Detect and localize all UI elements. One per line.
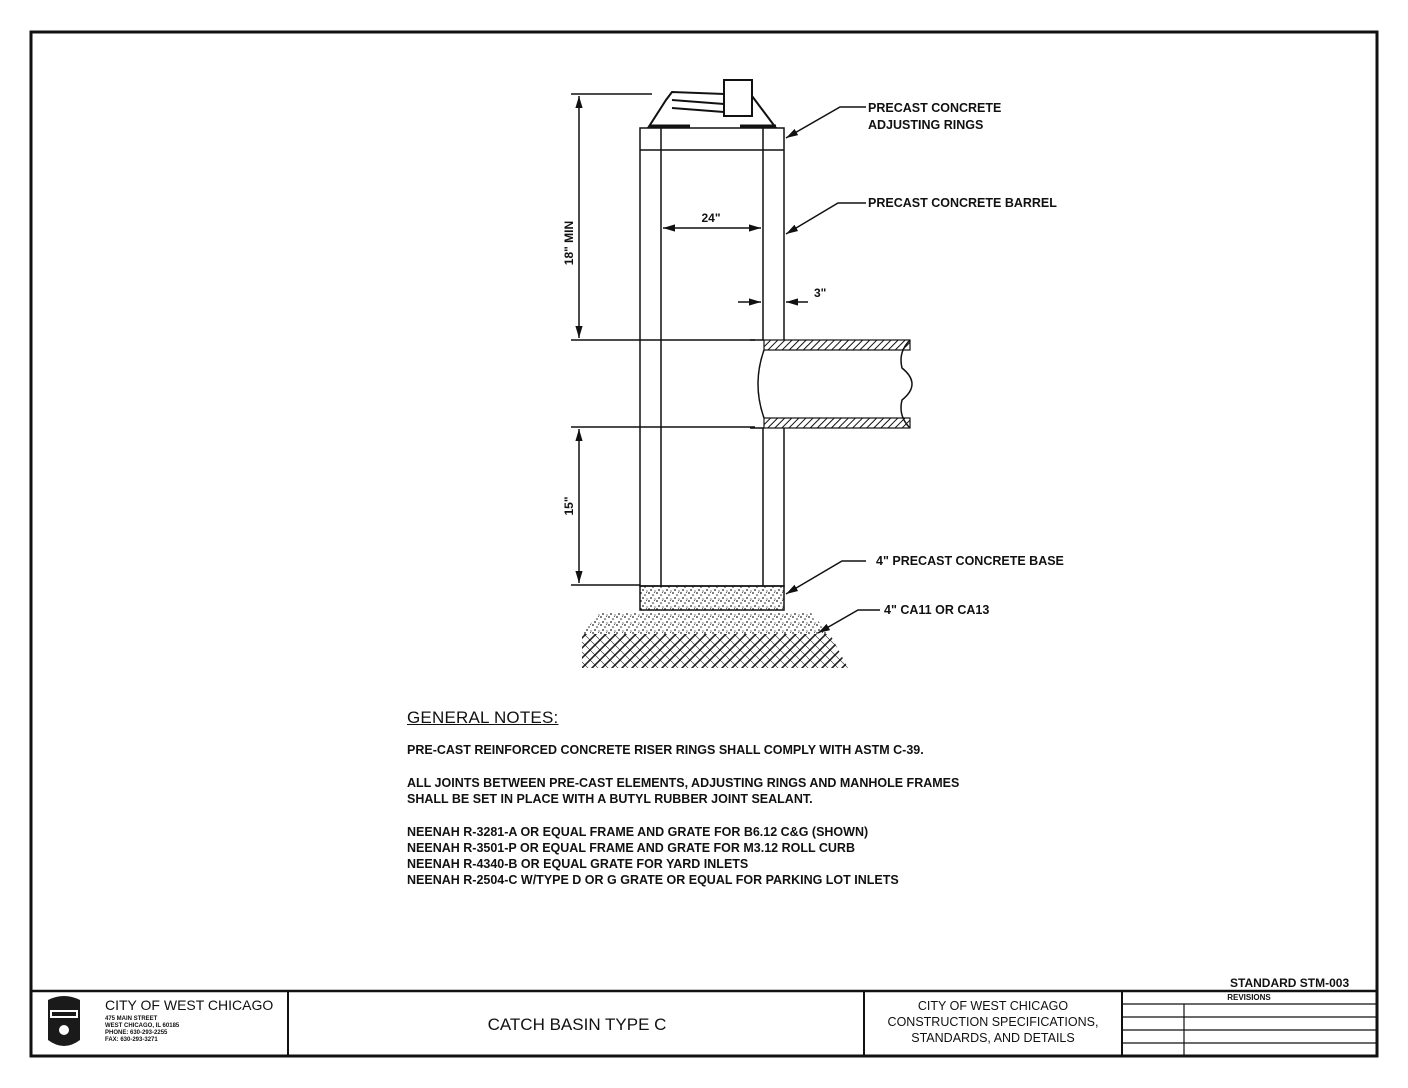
bedding-stone: [582, 634, 848, 668]
standard-number: STANDARD STM-003: [1230, 976, 1350, 990]
city-name: CITY OF WEST CHICAGO: [105, 997, 274, 1013]
label-bedding: 4" CA11 OR CA13: [884, 603, 989, 617]
city-seal-icon: [48, 996, 80, 1046]
label-base: 4" PRECAST CONCRETE BASE: [876, 554, 1064, 568]
label-adjusting-rings-1: PRECAST CONCRETE: [868, 101, 1001, 115]
label-adjusting-rings-2: ADJUSTING RINGS: [868, 118, 983, 132]
drawing-title: CATCH BASIN TYPE C: [487, 1015, 667, 1034]
notes-heading: GENERAL NOTES:: [407, 708, 559, 727]
dim-depth-label: 15": [562, 496, 576, 515]
note-1: PRE-CAST REINFORCED CONCRETE RISER RINGS…: [407, 743, 924, 757]
bedding-gravel: [582, 612, 830, 634]
dim-width-label: 24": [701, 211, 720, 225]
general-notes: GENERAL NOTES: PRE-CAST REINFORCED CONCR…: [407, 708, 1107, 905]
leaders: [785, 106, 880, 634]
concrete-base: [639, 585, 785, 611]
revisions-grid: [1122, 1003, 1377, 1056]
city-address: 475 MAIN STREET WEST CHICAGO, IL 60185 P…: [105, 1016, 180, 1043]
outlet-pipe: [750, 339, 913, 429]
note-3: NEENAH R-3281-A OR EQUAL FRAME AND GRATE…: [407, 825, 899, 887]
label-barrel: PRECAST CONCRETE BARREL: [868, 196, 1057, 210]
frame-grate: [647, 79, 777, 129]
dim-height: [571, 93, 755, 341]
spec-title: CITY OF WEST CHICAGO CONSTRUCTION SPECIF…: [887, 999, 1099, 1045]
revisions-header: REVISIONS: [1227, 993, 1271, 1002]
dim-depth: [571, 426, 755, 586]
dim-height-label: 18" MIN: [562, 221, 576, 265]
outer-border: [29, 30, 1379, 1058]
note-2: ALL JOINTS BETWEEN PRE-CAST ELEMENTS, AD…: [407, 776, 960, 806]
dim-wall-label: 3": [814, 286, 826, 300]
